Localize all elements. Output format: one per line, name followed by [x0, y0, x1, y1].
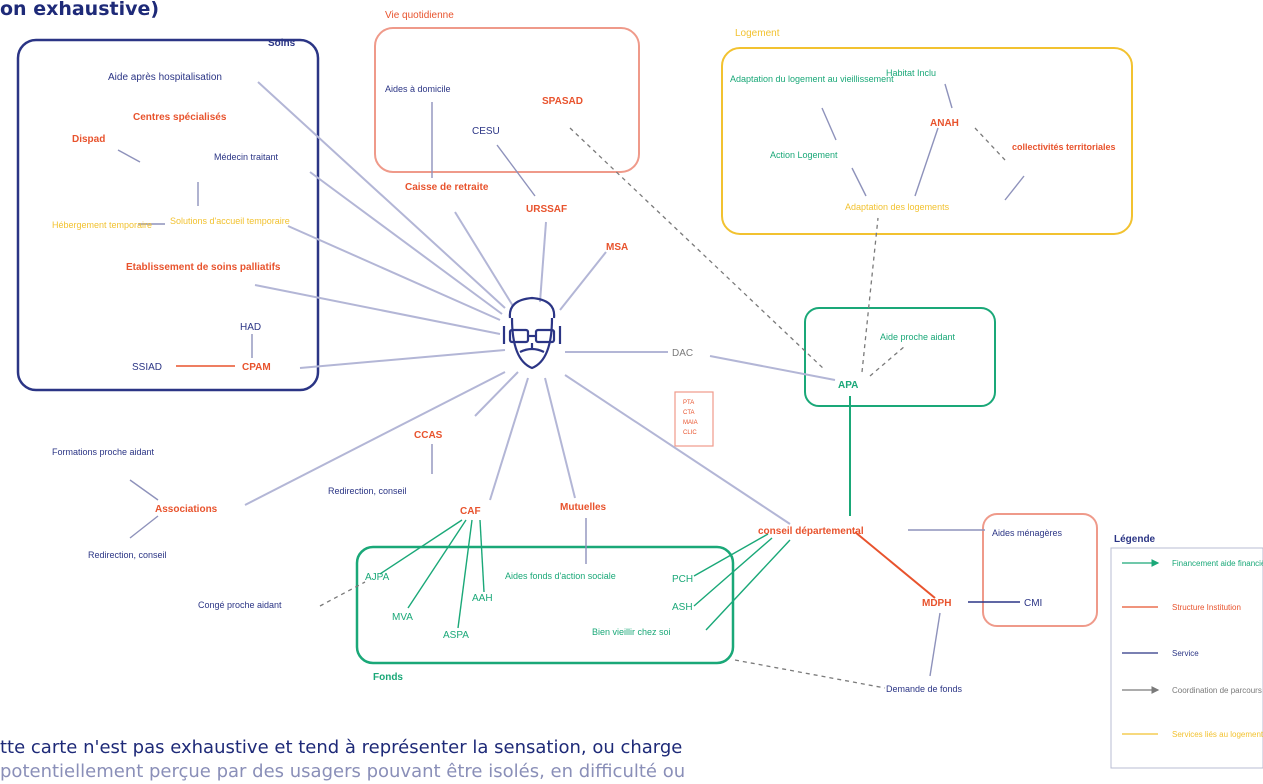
redirection-conseil-2: Redirection, conseil	[328, 486, 407, 496]
legend-title: Légende	[1114, 534, 1156, 545]
footer-line-2: potentiellement perçue par des usagers p…	[0, 761, 686, 782]
dac-sub-1: PTA	[683, 400, 694, 406]
redirection-conseil-1: Redirection, conseil	[88, 550, 167, 560]
adaptation-logement-label: Adaptation du logement au vieillissement	[730, 74, 894, 84]
vie-quotidienne-group-box	[374, 27, 640, 173]
person-icon	[502, 296, 562, 370]
ccas-label: CCAS	[414, 430, 443, 441]
solutions-accueil-label: Solutions d'accueil temporaire	[170, 216, 290, 226]
secondary-connectors	[117, 83, 1025, 677]
ajpa-label: AJPA	[365, 572, 390, 583]
mutuelles-label: Mutuelles	[560, 502, 607, 513]
etablissement-palliatifs-label: Etablissement de soins palliatifs	[126, 262, 281, 273]
urssaf-label: URSSAF	[526, 204, 567, 215]
conge-proche-label: Congé proche aidant	[198, 600, 282, 610]
aspa-label: ASPA	[443, 630, 469, 641]
dac-sub-2: CTA	[683, 410, 695, 416]
aide-hospitalisation-label: Aide après hospitalisation	[108, 72, 222, 83]
formations-label: Formations proche aidant	[52, 447, 155, 457]
had-label: HAD	[240, 322, 261, 333]
footer-note: tte carte n'est pas exhaustive et tend à…	[0, 736, 685, 784]
associations-label: Associations	[155, 504, 218, 515]
legend-arrows	[1122, 559, 1160, 735]
vie-quotidienne-label: Vie quotidienne	[385, 10, 454, 21]
apa-label: APA	[838, 380, 858, 391]
ash-label: ASH	[672, 602, 693, 613]
cpam-label: CPAM	[242, 362, 271, 373]
anah-label: ANAH	[930, 118, 959, 129]
conseil-departemental-label: conseil départemental	[758, 526, 864, 537]
radial-connectors	[244, 81, 791, 525]
pch-label: PCH	[672, 574, 693, 585]
msa-label: MSA	[606, 242, 628, 253]
dac-label: DAC	[672, 348, 693, 359]
apa-group-box	[804, 307, 996, 407]
soins-group-box	[16, 38, 320, 392]
aide-proche-label: Aide proche aidant	[880, 332, 956, 342]
soins-label: Soins	[268, 38, 296, 49]
dac-sub-box	[674, 391, 714, 447]
legend-box	[1110, 547, 1263, 769]
cesu-label: CESU	[472, 126, 500, 137]
logement-group-box	[721, 47, 1133, 235]
bien-vieillir-label: Bien vieillir chez soi	[592, 627, 671, 637]
dac-apa-connector	[709, 355, 836, 381]
fonds-group-box	[355, 545, 735, 665]
dac-sub-4: CLIC	[683, 430, 697, 436]
mdph-label: MDPH	[922, 598, 951, 609]
legend-item-coordination: Coordination de parcours	[1172, 686, 1262, 695]
legend-item-service: Service	[1172, 649, 1199, 658]
action-logement-label: Action Logement	[770, 150, 838, 160]
aides-menageres-label: Aides ménagères	[992, 528, 1063, 538]
adaptation-logements-label: Adaptation des logements	[845, 202, 950, 212]
dac-sub-3: MAIA	[683, 420, 698, 426]
page-title: on exhaustive)	[0, 0, 160, 20]
centres-specialises-label: Centres spécialisés	[133, 112, 227, 123]
caf-label: CAF	[460, 506, 481, 517]
hebergement-temporaire-label: Hébergement temporaire	[52, 220, 152, 230]
logement-label: Logement	[735, 28, 780, 39]
aides-domicile-label: Aides à domicile	[385, 84, 451, 94]
legend-item-funding: Financement aide financière	[1172, 559, 1263, 568]
legend-item-logement: Services liés au logement	[1172, 730, 1263, 739]
demande-fonds-label: Demande de fonds	[886, 684, 963, 694]
caisse-retraite-label: Caisse de retraite	[405, 182, 489, 193]
mva-label: MVA	[392, 612, 413, 623]
funding-connectors	[379, 519, 791, 631]
collectivites-label: collectivités territoriales	[1012, 142, 1116, 152]
dep-mdph-connector	[854, 531, 936, 599]
fonds-label: Fonds	[373, 672, 403, 683]
ssiad-label: SSIAD	[132, 362, 162, 373]
spasad-label: SPASAD	[542, 96, 583, 107]
footer-line-1: tte carte n'est pas exhaustive et tend à…	[0, 737, 683, 758]
dashed-connectors	[319, 127, 1006, 689]
habitat-inclusif-label: Habitat Inclu	[886, 68, 936, 78]
aides-fonds-label: Aides fonds d'action sociale	[505, 571, 616, 581]
aah-label: AAH	[472, 593, 493, 604]
medecin-traitant-label: Médecin traitant	[214, 152, 279, 162]
menageres-group-box	[982, 513, 1098, 627]
legend-item-structure: Structure Institution	[1172, 603, 1241, 612]
dispad-label: Dispad	[72, 134, 105, 145]
cmi-label: CMI	[1024, 598, 1042, 609]
